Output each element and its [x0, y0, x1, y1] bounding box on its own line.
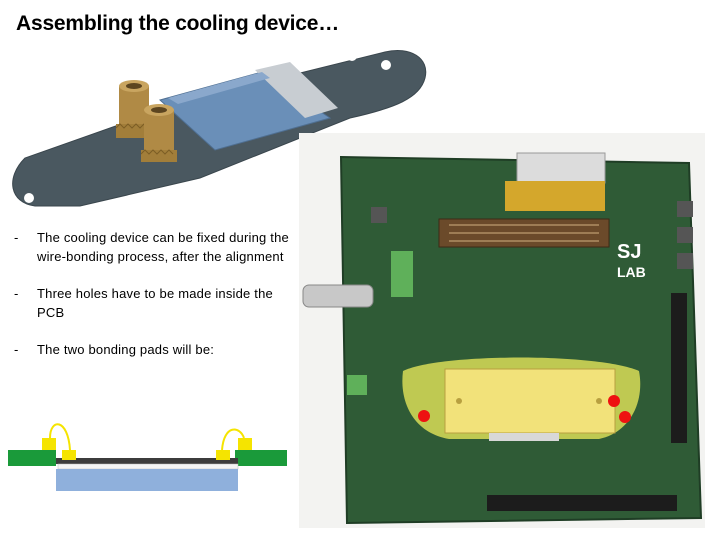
switch	[677, 201, 693, 217]
pcb-band-left	[8, 450, 56, 466]
brass-standoff	[140, 104, 177, 162]
bullet-text: The cooling device can be fixed during t…	[37, 230, 289, 264]
board-logo-lab: LAB	[617, 264, 646, 280]
hole-marker	[619, 411, 631, 423]
bond-pad-left	[42, 438, 56, 450]
sensor-pad-area	[444, 368, 616, 434]
pin-header-bottom	[487, 495, 677, 511]
bullet-marker: -	[14, 230, 19, 245]
bullet-marker: -	[14, 342, 19, 357]
pcb-photo: SJ LAB	[299, 133, 705, 528]
list-item: - The cooling device can be fixed during…	[14, 228, 294, 266]
hole-marker	[418, 410, 430, 422]
brass-standoff	[115, 80, 152, 138]
switch	[677, 253, 693, 269]
terminal-block	[391, 251, 413, 297]
bullet-marker: -	[14, 286, 19, 301]
pin-header-right	[671, 293, 687, 443]
pcb-band-right	[235, 450, 287, 466]
list-item: - Three holes have to be made inside the…	[14, 284, 294, 322]
list-item: - The two bonding pads will be:	[14, 340, 294, 359]
bond-wire-right	[221, 428, 245, 451]
bond-pad-chip-left	[62, 450, 76, 460]
top-connector	[516, 152, 606, 184]
plate-hole	[381, 60, 391, 70]
board-logo-sj: SJ	[617, 241, 641, 263]
bullet-list: - The cooling device can be fixed during…	[14, 228, 294, 377]
bonding-pad-diagram	[8, 423, 287, 491]
bond-pad-right	[238, 438, 252, 450]
plate-hole	[347, 51, 357, 61]
bullet-text: Three holes have to be made inside the P…	[37, 286, 273, 320]
plate-hole	[24, 193, 34, 203]
cooling-base	[56, 469, 238, 491]
bond-pad-chip-right	[216, 450, 230, 460]
switch	[677, 227, 693, 243]
cooling-device-render	[12, 50, 427, 207]
bullet-text: The two bonding pads will be:	[37, 342, 215, 357]
slide-title: Assembling the cooling device…	[16, 12, 340, 35]
sensor-edge-connector	[489, 433, 559, 441]
switch	[371, 207, 387, 223]
hole-marker	[608, 395, 620, 407]
sma-connector	[302, 284, 374, 308]
pcb-board	[339, 155, 703, 525]
yellow-capacitor-block	[505, 181, 605, 211]
sensor-chip	[56, 458, 238, 464]
terminal-block	[347, 375, 367, 395]
bond-wire-left	[49, 423, 71, 451]
